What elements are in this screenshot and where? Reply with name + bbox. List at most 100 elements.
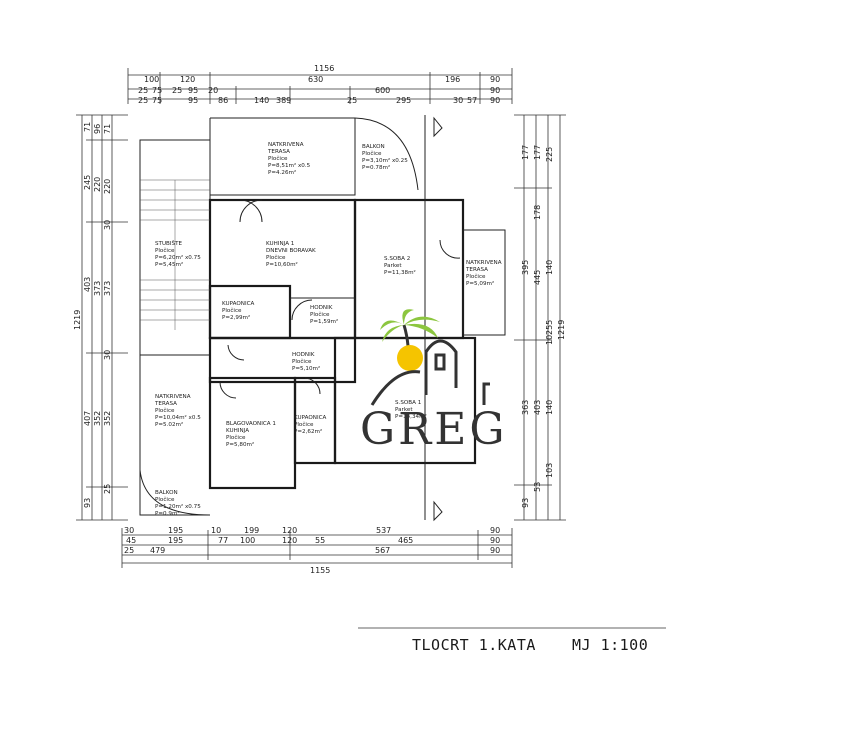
logo-wordmark: GREG	[360, 404, 508, 455]
plan-title: TLOCRT 1.KATA	[412, 636, 536, 654]
house-icon	[370, 339, 490, 406]
left-dimension-chain: 1219 71 245 403 407 93 96 220 373 352 71…	[73, 114, 128, 521]
dim-top-r3-1: 75	[152, 96, 162, 105]
dim-top-small-1: 25	[347, 96, 357, 105]
section-markers	[433, 116, 443, 522]
dim-left-r1-1: 245	[83, 175, 92, 190]
dim-top-r1-1: 120	[180, 75, 195, 84]
dim-top-r2-5: 90	[490, 86, 500, 95]
dim-top-overall: 1156	[314, 64, 334, 73]
dim-left-outer: 1219	[73, 310, 82, 330]
dim-top-r3-6: 295	[396, 96, 411, 105]
plan-scale: MJ 1:100	[572, 636, 648, 654]
dim-bot-r3-3: 90	[490, 546, 500, 555]
dim-left-r3-3: 373	[103, 281, 112, 296]
dim-bot-overall: 1155	[310, 566, 330, 575]
dim-bot-r1-4: 120	[282, 526, 297, 535]
dim-left-r2-0: 96	[93, 124, 102, 134]
door-swings	[219, 199, 461, 399]
top-dimension-chain: 1156 100 120 630 196 90 25 75 25 95 600 …	[127, 64, 513, 105]
dim-top-r2-3: 95	[188, 86, 198, 95]
dim-left-r3-1: 220	[103, 179, 112, 194]
room-covered-terrace-top: NATKRIVENA TERASA Pločice P=8,51m² x0.5 …	[267, 142, 312, 176]
dim-bot-r2-5: 55	[315, 536, 325, 545]
dim-bot-r2-4: 120	[282, 536, 297, 545]
dim-bot-r2-3: 100	[240, 536, 255, 545]
dim-bot-r2-6: 465	[398, 536, 413, 545]
dim-right-r2-4: 53	[533, 482, 542, 492]
dim-top-small-0: 20	[208, 86, 218, 95]
dim-top-r3-5: 389	[276, 96, 291, 105]
dim-right-r2-1: 178	[533, 205, 542, 220]
dim-left-r1-0: 71	[83, 122, 92, 132]
right-dimension-chain: 1219 177 395 363 93 177 178 445 403 53 2…	[514, 114, 566, 521]
room-hallway-top: HODNIK Pločice P=1,59m²	[310, 305, 338, 325]
dim-bot-r1-1: 195	[168, 526, 183, 535]
room-covered-terrace-right: NATKRIVENA TERASA Pločice P=5,09m²	[465, 260, 503, 287]
dim-bot-r2-1: 195	[168, 536, 183, 545]
dim-right-r1-3: 93	[521, 498, 530, 508]
room-bathroom-top: KUPAONICA Pločice P=2,99m²	[222, 301, 256, 321]
dim-top-r1-0: 100	[144, 75, 159, 84]
dim-top-small-2: 30	[453, 96, 463, 105]
dim-top-r3-2: 95	[188, 96, 198, 105]
dim-top-r3-7: 57	[467, 96, 477, 105]
room-covered-terrace-left: NATKRIVENA TERASA Pločice P=10,04m² x0.5…	[154, 394, 203, 428]
dim-top-r2-1: 75	[152, 86, 162, 95]
room-bathroom-bottom: KUPAONICA Pločice P=2,62m²	[294, 415, 328, 435]
dim-left-r1-2: 403	[83, 277, 92, 292]
dim-right-r3-2: 10	[545, 335, 554, 345]
dim-right-r3-1: 140	[545, 260, 554, 275]
bottom-dimension-chain: 30 195 10 199 120 537 90 45 195 77 100 1…	[121, 526, 513, 575]
dim-left-r2-1: 220	[93, 177, 102, 192]
walls	[139, 115, 506, 520]
dim-right-r3-3: 255	[545, 320, 554, 335]
room-dining-kitchen: BLAGOVAONICA 1 KUHINJA Pločice P=5,80m²	[226, 421, 278, 448]
dim-bot-r2-2: 77	[218, 536, 228, 545]
dim-right-r1-2: 363	[521, 400, 530, 415]
dim-bot-r3-0: 25	[124, 546, 134, 555]
dim-bot-r3-1: 479	[150, 546, 165, 555]
dim-top-r2-0: 25	[138, 86, 148, 95]
dim-right-r2-0: 177	[533, 145, 542, 160]
dim-right-r3-5: 103	[545, 463, 554, 478]
dim-top-r3-0: 25	[138, 96, 148, 105]
dim-right-r3-4: 140	[545, 400, 554, 415]
dim-bot-r2-0: 45	[126, 536, 136, 545]
room-bedroom-1: S.SOBA 1 Parket P=14,34m²	[395, 400, 427, 420]
room-balcony-top: BALKON Pločice P=3,10m² x0.25 P=0.78m²	[362, 144, 410, 171]
room-labels: NATKRIVENA TERASA Pločice P=8,51m² x0.5 …	[154, 142, 503, 517]
dim-right-outer: 1219	[557, 320, 566, 340]
dim-top-r3-8: 90	[490, 96, 500, 105]
dim-bot-r1-0: 30	[124, 526, 134, 535]
dim-top-r2-4: 600	[375, 86, 390, 95]
dim-right-r2-3: 403	[533, 400, 542, 415]
stair-treads	[140, 179, 210, 330]
dim-bot-r1-2: 10	[211, 526, 221, 535]
dim-top-r1-3: 196	[445, 75, 460, 84]
dim-bot-r1-3: 199	[244, 526, 259, 535]
dim-left-r3-5: 352	[103, 411, 112, 426]
greg-logo: GREG	[360, 309, 508, 455]
dim-left-r1-3: 407	[83, 411, 92, 426]
dim-top-r2-2: 25	[172, 86, 182, 95]
dim-top-r3-3: 86	[218, 96, 228, 105]
dim-left-r2-3: 352	[93, 411, 102, 426]
room-staircase: STUBIŠTE Pločice P=6,20m² x0.75 P=5,45m²	[155, 240, 203, 268]
dim-bot-r1-5: 537	[376, 526, 391, 535]
sun-icon	[397, 345, 423, 371]
dim-right-r1-1: 395	[521, 260, 530, 275]
dim-top-r1-4: 90	[490, 75, 500, 84]
dim-right-r2-2: 445	[533, 270, 542, 285]
dim-left-r1-4: 93	[83, 498, 92, 508]
room-kitchen-living: KUHINJA 1 DNEVNI BORAVAK Pločice P=10,60…	[266, 241, 317, 268]
dim-bot-r2-7: 90	[490, 536, 500, 545]
dim-top-r1-2: 630	[308, 75, 323, 84]
dim-left-r3-4: 30	[103, 350, 112, 360]
dim-left-r2-2: 373	[93, 281, 102, 296]
dim-bot-r1-6: 90	[490, 526, 500, 535]
title-block: TLOCRT 1.KATA MJ 1:100	[358, 627, 666, 654]
dim-left-r3-2: 30	[103, 220, 112, 230]
dim-left-r3-6: 25	[103, 484, 112, 494]
